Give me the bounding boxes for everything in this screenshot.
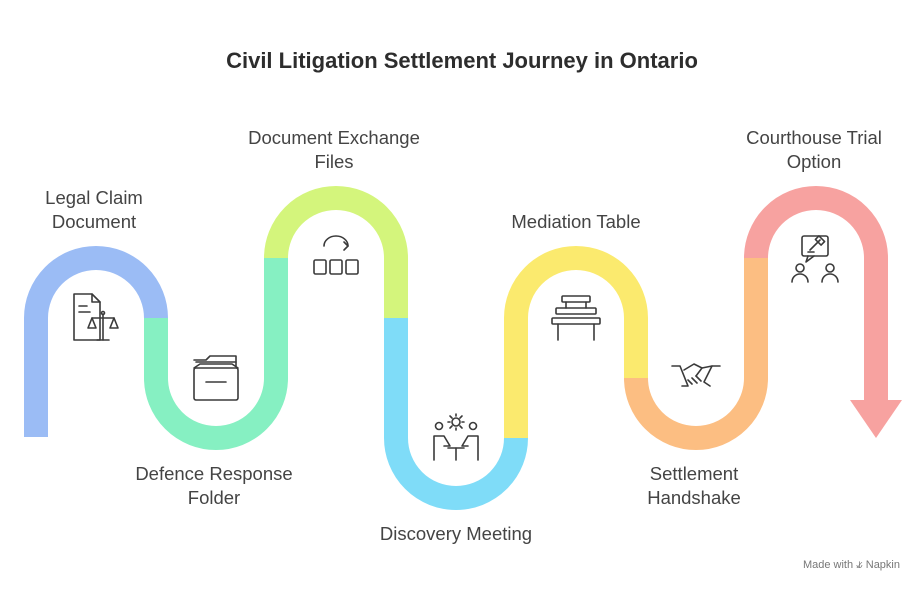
label-line: Settlement — [649, 463, 739, 484]
arrow-head — [850, 400, 902, 438]
label-line: Defence Response — [135, 463, 293, 484]
courthouse-icon — [791, 235, 839, 283]
label-line: Document Exchange — [248, 127, 420, 148]
label-line: Legal Claim — [45, 187, 143, 208]
document-exchange-icon — [313, 235, 359, 275]
segment-document-exchange — [264, 186, 408, 318]
brand-text: Napkin — [865, 559, 900, 571]
step-label-mediation-table: Mediation Table — [476, 210, 676, 234]
label-line: Discovery Meeting — [379, 523, 533, 544]
label-line: Document — [51, 211, 137, 232]
segment-discovery-meeting — [384, 318, 528, 510]
label-line: Handshake — [647, 487, 741, 508]
handshake-icon — [671, 363, 721, 387]
segment-courthouse-trial — [744, 186, 888, 402]
legal-document-icon — [73, 293, 119, 341]
label-line: Courthouse Trial — [746, 127, 882, 148]
label-line: Folder — [187, 487, 241, 508]
diagram-title: Civil Litigation Settlement Journey in O… — [226, 48, 698, 73]
step-label-legal-claim: Legal Claim Document — [14, 186, 174, 234]
label-line: Option — [786, 151, 842, 172]
napkin-logo-icon: ⫝̸ — [856, 559, 863, 571]
table-icon — [551, 295, 601, 341]
segment-legal-claim — [24, 246, 168, 437]
step-label-discovery-meeting: Discovery Meeting — [356, 522, 556, 546]
folder-icon — [193, 355, 239, 401]
step-label-defence-response: Defence Response Folder — [114, 462, 314, 510]
step-label-document-exchange: Document Exchange Files — [234, 126, 434, 174]
segment-mediation-table — [504, 246, 648, 438]
footer-credit: Made with ⫝̸ Napkin — [803, 559, 900, 572]
step-label-settlement-handshake: Settlement Handshake — [594, 462, 794, 510]
label-line: Mediation Table — [511, 211, 641, 232]
label-line: Files — [314, 151, 354, 172]
made-with-text: Made with — [802, 559, 854, 571]
segment-defence-response — [144, 258, 288, 450]
step-label-courthouse-trial: Courthouse Trial Option — [714, 126, 914, 174]
segment-settlement-handshake — [624, 258, 768, 450]
meeting-icon — [433, 413, 479, 461]
